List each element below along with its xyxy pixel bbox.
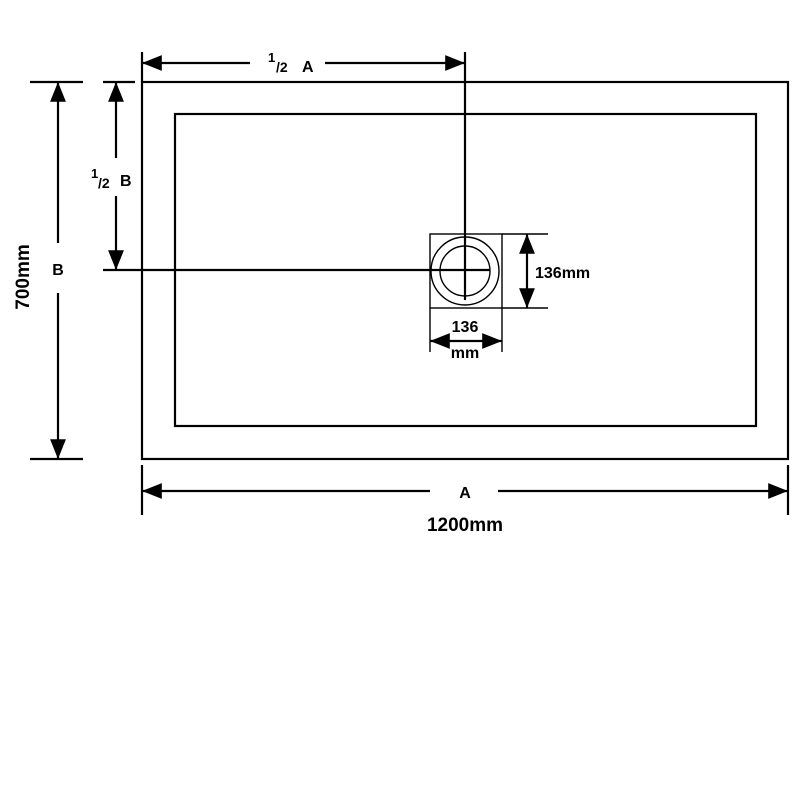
half-a-letter: A	[302, 59, 314, 76]
half-a-num: 1	[268, 50, 275, 65]
a-label: A	[459, 485, 471, 502]
half-b-num: 1	[91, 166, 98, 181]
height-label: 700mm	[13, 244, 34, 310]
drain-height-label: 136mm	[535, 265, 590, 282]
half-a-den: /2	[276, 59, 288, 75]
drain-width-value: 136	[452, 319, 479, 336]
half-b-den: /2	[98, 175, 110, 191]
width-label: 1200mm	[427, 515, 503, 536]
drain-width-unit: mm	[451, 345, 479, 362]
half-b-letter: B	[120, 173, 132, 190]
b-label: B	[52, 262, 64, 279]
